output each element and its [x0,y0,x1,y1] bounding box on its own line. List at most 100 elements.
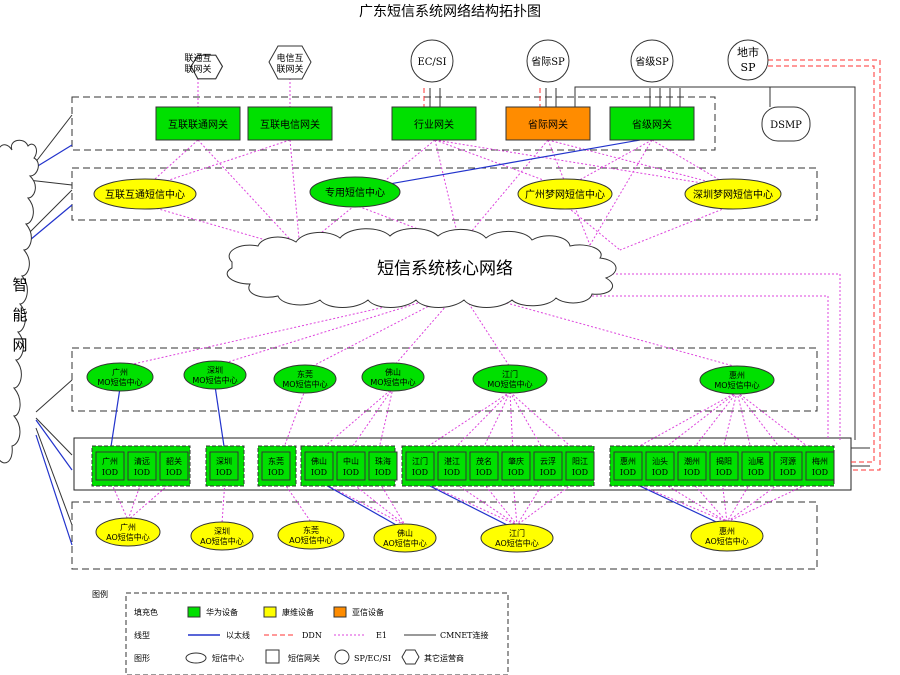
iod-suffix: IOD [268,468,284,477]
intelligent-network-cloud: 智 能 网 [0,139,39,464]
iod-node: 深圳 IOD [209,451,239,481]
ao-center-type: AO短信中心 [106,532,150,542]
center-gz-dream: 广州梦网短信中心 [517,178,613,210]
legend-shape-label: 图形 [134,654,150,663]
iod-city: 惠州 [620,456,636,466]
mo-center-city: 佛山 [385,367,401,377]
iod-suffix: IOD [540,468,556,477]
ao-center-city: 江门 [509,528,525,538]
iod-box [741,451,771,481]
ao-center-city: 广州 [120,522,136,532]
mo-center-type: MO短信中心 [192,375,237,385]
iod-box [261,451,291,481]
iod-box [533,451,563,481]
mo-center-city: 江门 [502,369,518,379]
legend-ddn-label: DDN [302,631,322,640]
iod-box [405,451,435,481]
legend-sms-gateway-label: 短信网关 [288,653,320,663]
unicom-operator: 联通互 联网关 [184,53,224,80]
ao-region [71,501,818,570]
iod-city: 阳江 [572,457,588,466]
iod-suffix: IOD [444,468,460,477]
mo-center-city: 东莞 [297,369,313,379]
center-region [71,167,818,221]
iod-suffix: IOD [216,468,232,477]
iod-city: 佛山 [311,456,327,466]
ao-center-type: AO短信中心 [705,536,749,546]
intelligent-net-char-1: 智 [12,276,27,294]
ecsi-node: EC/SI [410,39,454,83]
ao-centers: 广州 AO短信中心 深圳 AO短信中心 东莞 AO短信中心 佛山 AO短信中心 … [95,517,764,553]
legend-huawei-label: 华为设备 [206,607,238,617]
gateway-industry: 行业网关 [391,106,477,141]
gateway-intl-label: 省际网关 [528,118,568,131]
gateway-prov-label: 省级网关 [632,118,672,131]
legend-square-shape [265,649,280,664]
telecom-gw-label-2: 联网关 [276,63,303,75]
legend-swatch-yaxin [333,606,347,618]
legend-other-operator-label: 其它运营商 [424,653,464,663]
iod-box [469,451,499,481]
iod-box [437,451,467,481]
legend-title: 图例 [92,589,108,599]
center-private-label: 专用短信中心 [325,186,385,199]
gateway-region [71,96,716,151]
legend-swatch-kangwei [263,606,277,618]
iod-suffix: IOD [412,468,428,477]
iod-city: 肇庆 [508,456,524,466]
iod-suffix: IOD [652,468,668,477]
mo-center-type: MO短信中心 [714,380,759,390]
cmnet-links [27,86,870,526]
ao-center-city: 东莞 [303,525,319,535]
iod-city: 湛江 [444,457,460,466]
mo-center-guangzhou: 广州 MO短信中心 [86,362,154,392]
iod-box [613,451,643,481]
dsmp-label: DSMP [770,120,802,131]
iod-suffix: IOD [343,468,359,477]
iod-node: 湛江 IOD [437,451,467,481]
telecom-operator: 电信互 联网关 [268,45,312,80]
core-network-label: 短信系统核心网络 [377,259,513,279]
iod-city: 中山 [343,456,359,466]
iod-city: 深圳 [216,456,232,466]
legend-e1-label: E1 [376,631,387,640]
mo-center-foshan: 佛山 MO短信中心 [361,362,425,392]
gateway-unicom: 互联联通网关 [155,106,241,141]
iod-box [645,451,675,481]
connection-lines [27,59,881,546]
mo-center-city: 深圳 [207,365,223,375]
iod-box [127,451,157,481]
mo-center-type: MO短信中心 [370,377,415,387]
mo-center-type: MO短信中心 [487,379,532,389]
iod-box [209,451,239,481]
iod-box [95,451,125,481]
gateway-telecom: 互联电信网关 [247,106,333,141]
mo-centers: 广州 MO短信中心 深圳 MO短信中心 东莞 MO短信中心 佛山 MO短信中心 … [86,360,775,395]
intl-sp-node: 省际SP [526,39,570,83]
legend-cmnet-label: CMNET连接 [440,630,489,640]
mo-center-jiangmen: 江门 MO短信中心 [472,364,548,394]
iod-city: 潮州 [684,456,700,466]
iod-city: 江门 [412,456,428,466]
iod-suffix: IOD [102,468,118,477]
ao-center-type: AO短信中心 [200,536,244,546]
legend-sp-label: SP/EC/SI [354,654,391,663]
iod-suffix: IOD [134,468,150,477]
iod-city: 茂名 [476,456,492,466]
iod-suffix: IOD [780,468,796,477]
prov-sp-node: 省级SP [630,39,674,83]
mo-region [71,347,818,412]
iod-city: 东莞 [268,456,284,466]
iod-suffix: IOD [166,468,182,477]
ao-center-huizhou: 惠州 AO短信中心 [690,520,764,552]
iod-box [709,451,739,481]
